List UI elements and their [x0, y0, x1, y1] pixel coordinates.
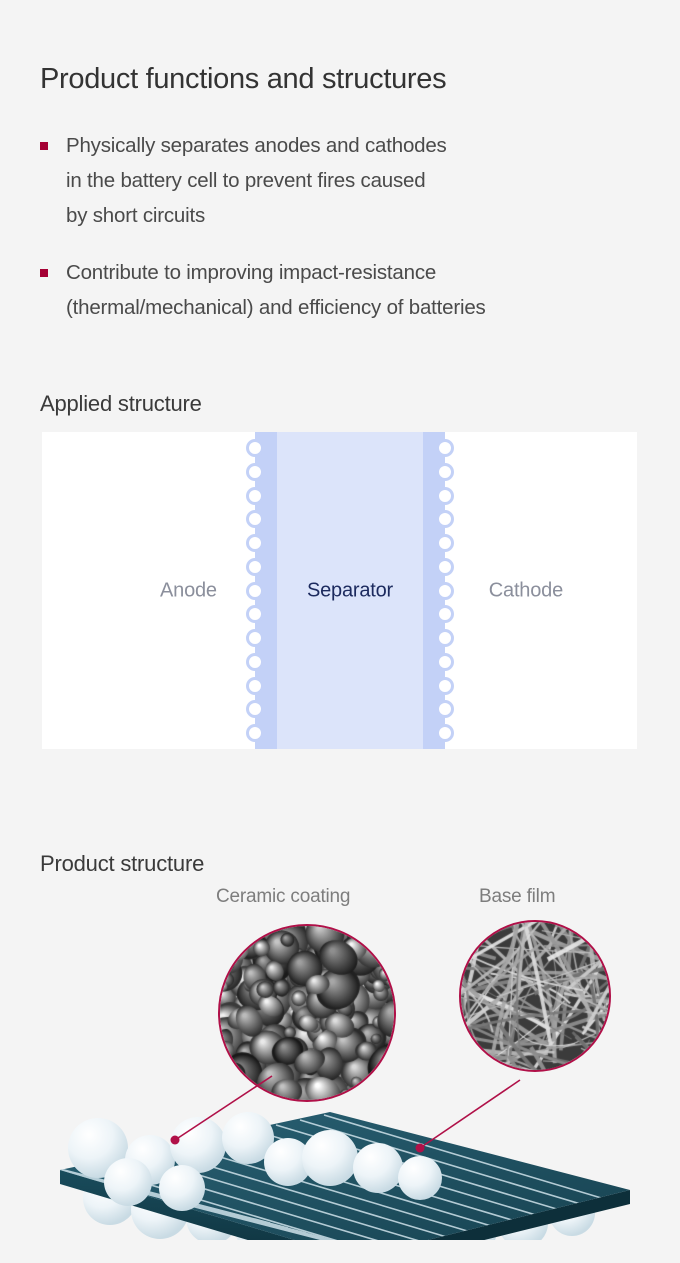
separator-layer: Separator [246, 432, 454, 749]
separator-bead [246, 724, 264, 742]
sem-ceramic-image [220, 926, 394, 1100]
separator-bead [246, 557, 264, 576]
separator-bead [436, 439, 454, 457]
separator-bead [246, 629, 264, 647]
ceramic-coating-micrograph [218, 924, 396, 1102]
bullet-line: in the battery cell to prevent fires cau… [66, 169, 426, 192]
separator-bead [436, 557, 454, 576]
feature-bullet-list: Physically separates anodes and cathodes… [40, 128, 650, 347]
cathode-label: Cathode [488, 579, 563, 601]
page-title: Product functions and structures [40, 63, 447, 96]
separator-bead [246, 439, 264, 457]
base-film-label: Base film [479, 886, 556, 907]
separator-bead [436, 629, 454, 647]
base-film-micrograph [459, 920, 611, 1072]
basefilm-callout-line [419, 1079, 521, 1149]
product-structure-heading: Product structure [40, 851, 205, 877]
ceramic-callout-line [174, 1075, 273, 1141]
separator-bead [436, 676, 454, 695]
separator-bead [246, 462, 264, 481]
separator-left-bead-chain [242, 432, 268, 749]
ceramic-callout-dot [170, 1135, 180, 1145]
separator-bead [436, 605, 454, 624]
sphere-cluster-front [68, 1112, 442, 1211]
separator-bead [436, 462, 454, 481]
bullet-line: by short circuits [66, 204, 205, 227]
separator-bead [246, 605, 264, 624]
square-bullet-icon [40, 142, 48, 150]
separator-bead [246, 510, 264, 529]
list-item: Physically separates anodes and cathodes… [40, 128, 650, 233]
separator-bead [246, 534, 264, 552]
list-item: Contribute to improving impact-resistanc… [40, 255, 650, 325]
anode-label: Anode [160, 579, 217, 601]
separator-bead [246, 676, 264, 695]
separator-label: Separator [306, 579, 394, 601]
sem-fiber-image [461, 922, 609, 1070]
coated-membrane-illustration [60, 1075, 630, 1240]
separator-bead [246, 486, 264, 505]
ceramic-coating-label: Ceramic coating [216, 886, 351, 907]
separator-bead [246, 652, 264, 671]
separator-bead [246, 700, 264, 719]
applied-structure-heading: Applied structure [40, 391, 202, 417]
applied-structure-diagram: Anode Separator Cathode [42, 432, 637, 749]
basefilm-callout-dot [415, 1143, 425, 1153]
separator-bead [436, 700, 454, 719]
separator-right-bead-chain [432, 432, 458, 749]
separator-bead [436, 534, 454, 552]
bullet-line: (thermal/mechanical) and efficiency of b… [66, 296, 486, 319]
separator-bead [246, 581, 264, 600]
separator-bead [436, 510, 454, 529]
bullet-line: Physically separates anodes and cathodes [66, 134, 447, 157]
separator-bead [436, 724, 454, 742]
separator-bead [436, 486, 454, 505]
separator-bead [436, 652, 454, 671]
separator-bead [436, 581, 454, 600]
bullet-line: Contribute to improving impact-resistanc… [66, 261, 437, 284]
square-bullet-icon [40, 269, 48, 277]
